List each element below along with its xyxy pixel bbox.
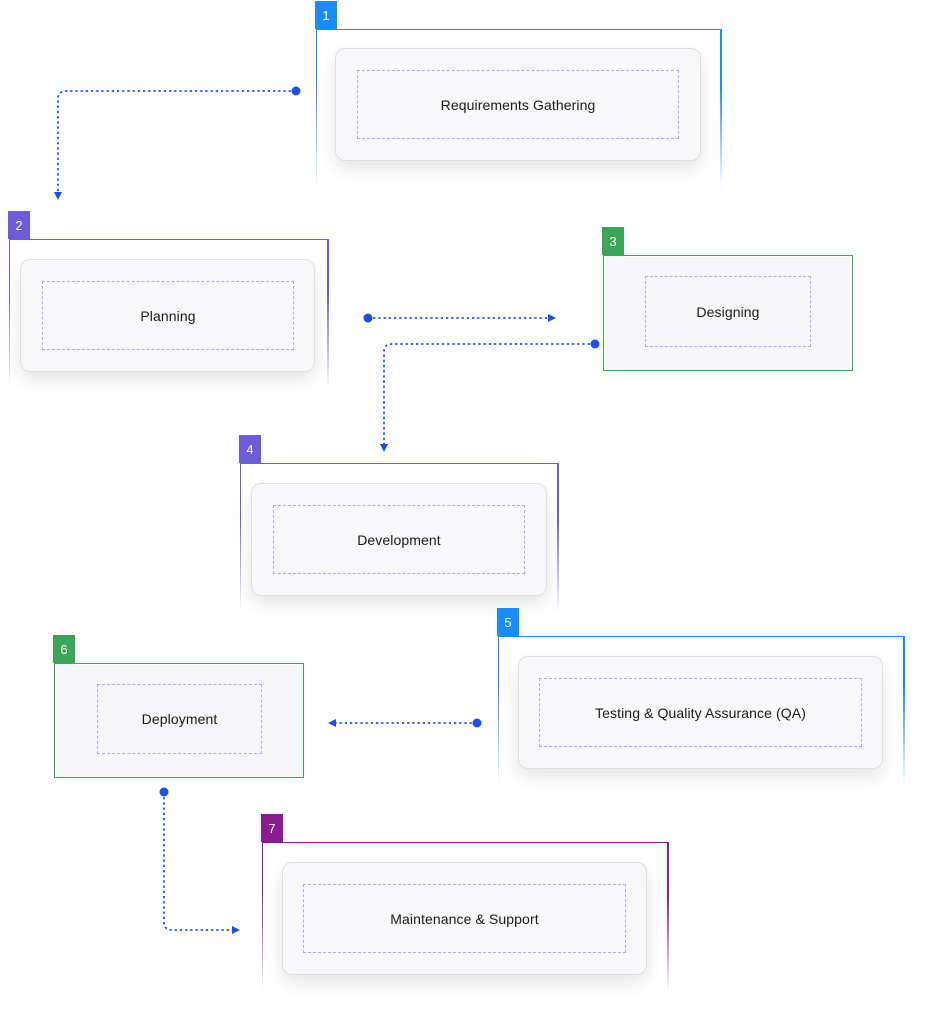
connector-start-dot: [159, 787, 169, 797]
step-badge: 7: [261, 814, 283, 842]
step-card: Designing: [605, 257, 851, 369]
step-badge: 2: [8, 211, 30, 239]
connector-start-dot: [363, 313, 373, 323]
step-label: Testing & Quality Assurance (QA): [595, 704, 806, 721]
step-5-testing-qa: 5 Testing & Quality Assurance (QA): [497, 608, 905, 786]
connector-6-to-7: [163, 792, 240, 934]
step-content-area: Requirements Gathering: [357, 70, 679, 139]
step-frame: [239, 462, 559, 613]
step-4-development: 4 Development: [239, 435, 559, 613]
step-card: Testing & Quality Assurance (QA): [518, 656, 883, 769]
step-frame: [54, 663, 304, 778]
step-2-planning: 2 Planning: [8, 211, 329, 389]
step-label: Deployment: [141, 711, 218, 727]
step-label: Maintenance & Support: [390, 910, 539, 927]
step-content-area: Development: [273, 505, 525, 574]
step-card: Maintenance & Support: [282, 862, 647, 975]
step-card: Planning: [20, 259, 315, 372]
step-6-deployment: 6 Deployment: [53, 635, 304, 778]
connector-3-to-4: [380, 343, 595, 452]
step-content-area: Planning: [42, 281, 294, 350]
step-badge: 3: [602, 227, 624, 255]
step-7-maintenance-support: 7 Maintenance & Support: [261, 814, 669, 992]
step-card: Deployment: [56, 665, 302, 776]
step-frame: [497, 635, 905, 786]
step-badge: 5: [497, 608, 519, 636]
step-label: Requirements Gathering: [440, 96, 596, 113]
step-frame: [261, 841, 669, 992]
step-badge: 6: [53, 635, 75, 663]
connector-1-to-2: [54, 90, 296, 200]
step-label: Designing: [696, 303, 760, 320]
step-frame: [315, 28, 722, 189]
connector-start-dot: [590, 339, 600, 349]
step-label: Development: [357, 531, 441, 548]
connector-start-dot: [291, 86, 301, 96]
step-content-area: Testing & Quality Assurance (QA): [539, 678, 862, 747]
step-frame: [603, 255, 853, 371]
step-content-area: Deployment: [97, 684, 262, 754]
step-content-area: Maintenance & Support: [303, 884, 626, 953]
step-content-area: Designing: [645, 276, 811, 347]
step-card: Development: [251, 483, 547, 596]
step-1-requirements-gathering: 1 Requirements Gathering: [315, 1, 722, 189]
step-label: Planning: [140, 307, 196, 324]
step-badge: 1: [315, 1, 337, 29]
step-3-designing: 3 Designing: [602, 227, 853, 371]
step-badge: 4: [239, 435, 261, 463]
step-card: Requirements Gathering: [335, 48, 701, 161]
step-frame: [8, 238, 329, 389]
connector-start-dot: [472, 718, 482, 728]
